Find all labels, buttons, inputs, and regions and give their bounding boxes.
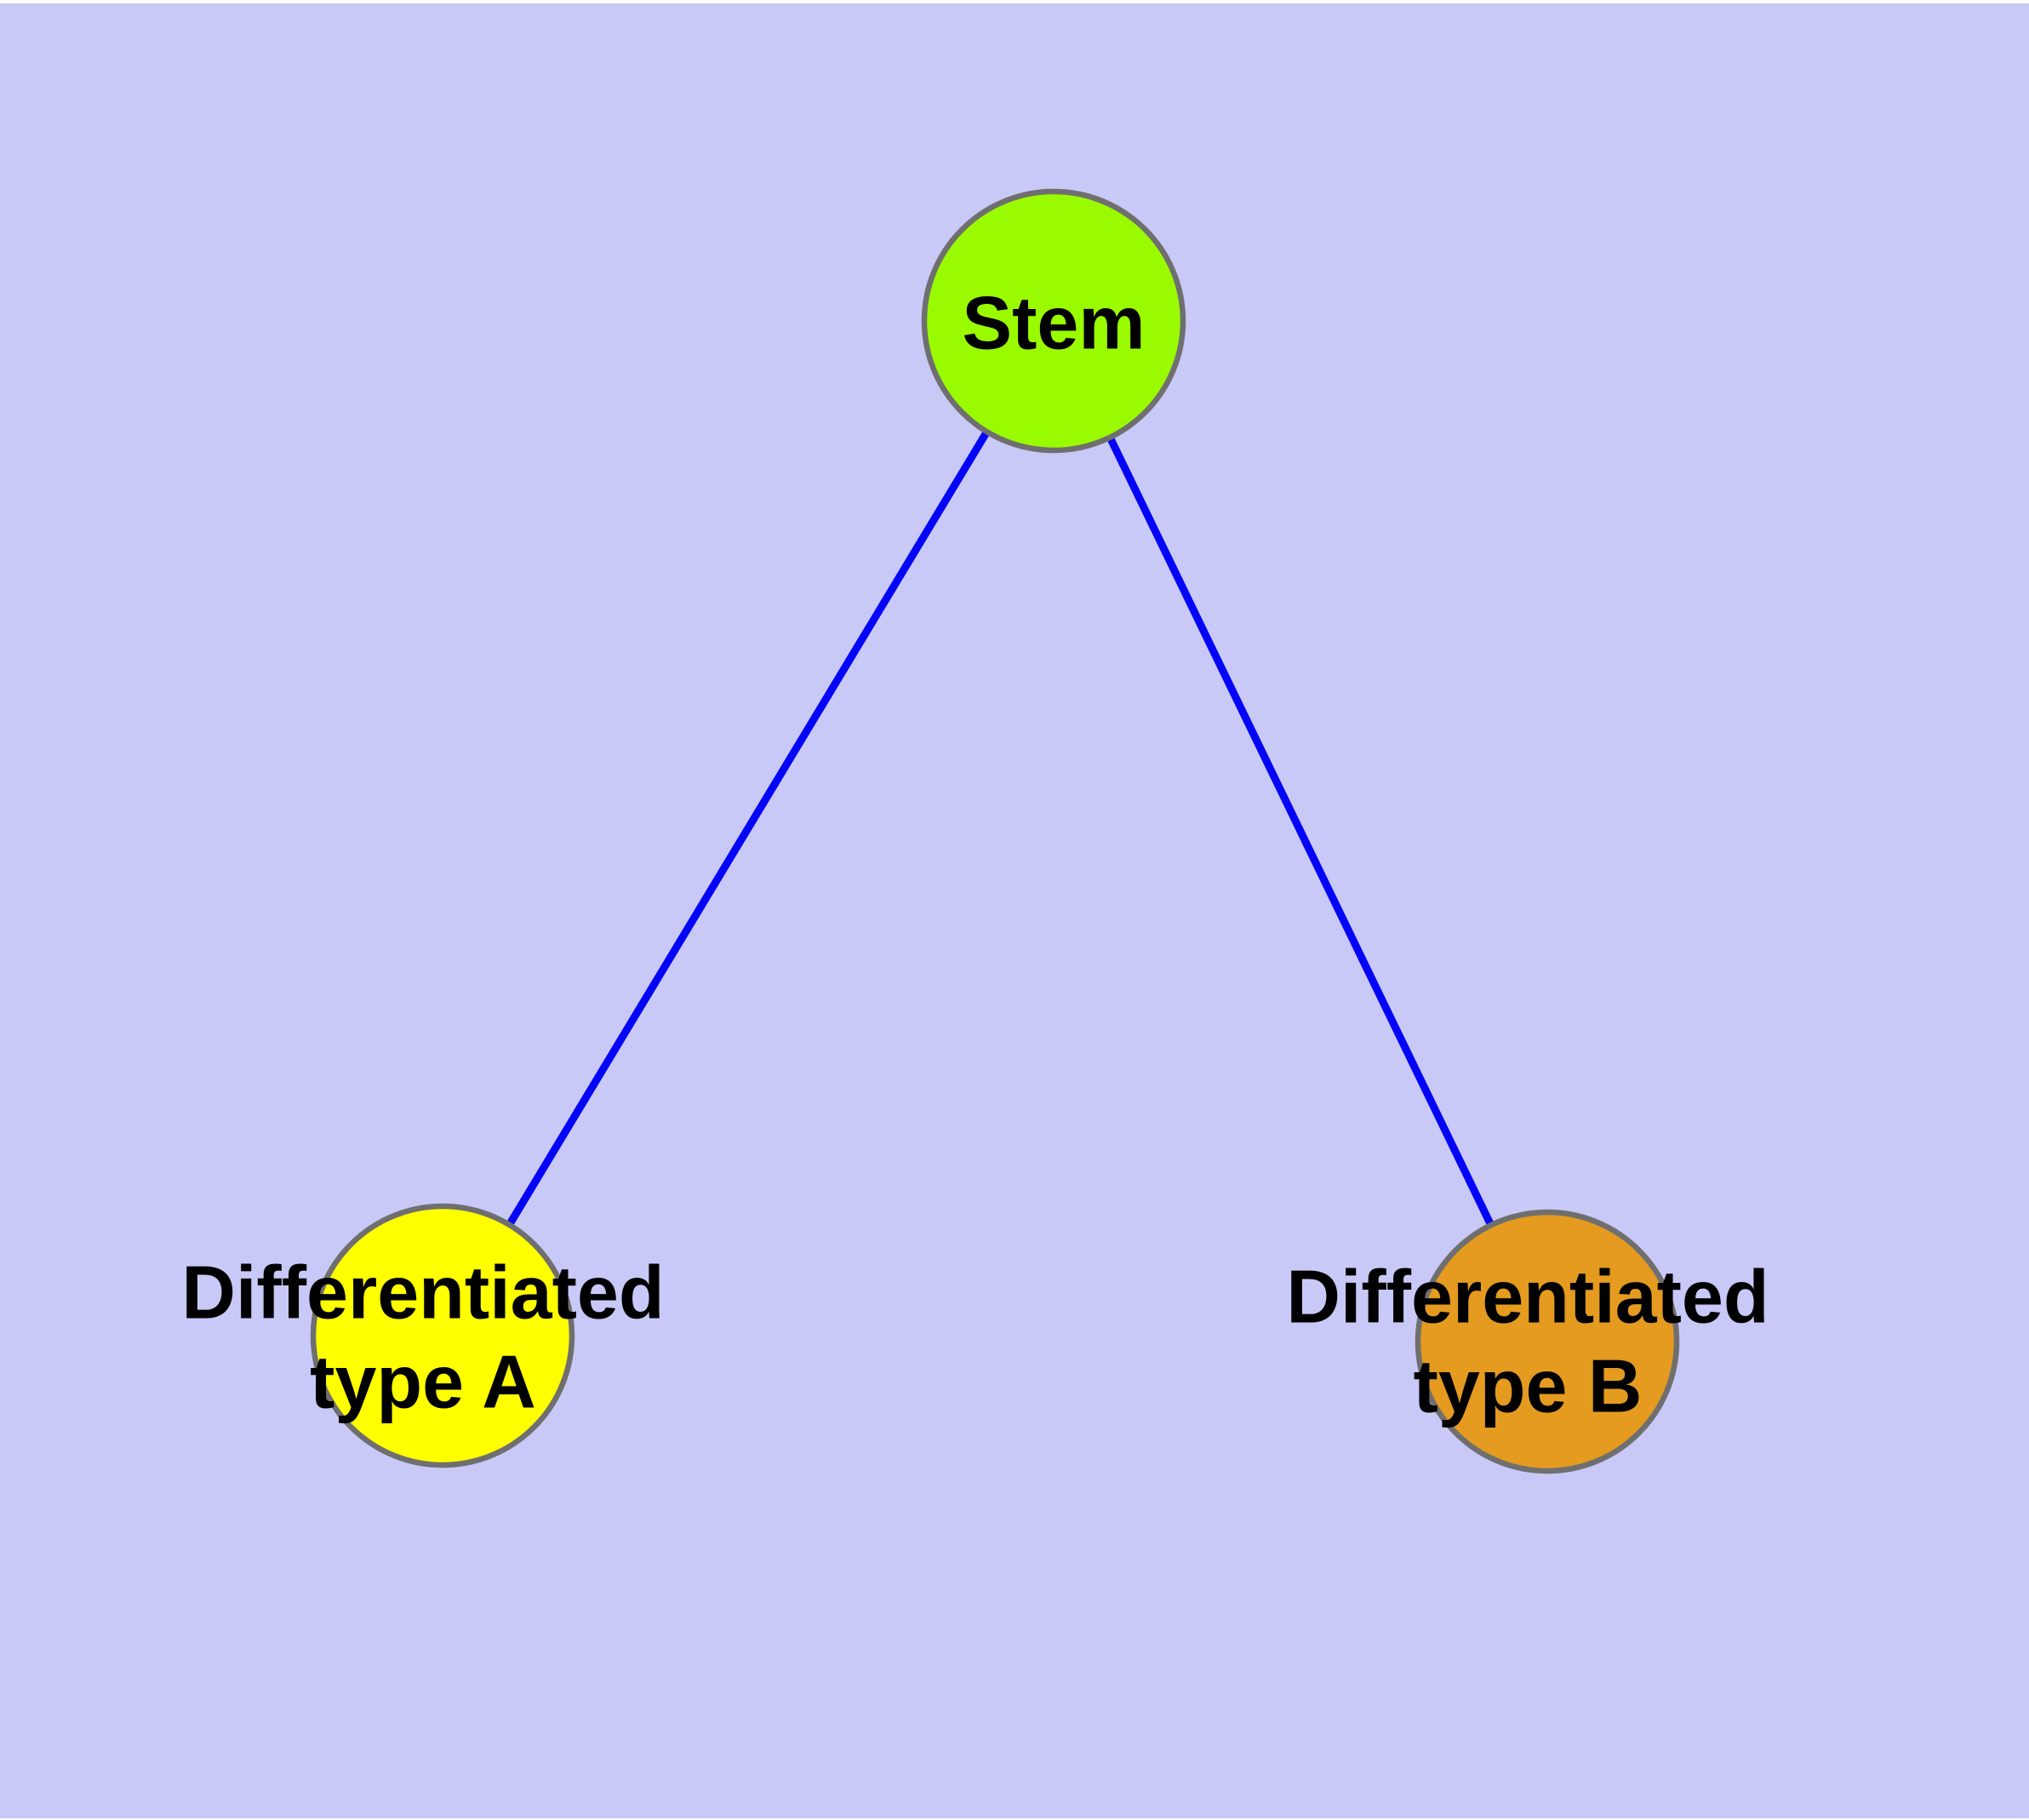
- edge-stem-to-differentiated-type-a: [439, 318, 1057, 1338]
- node-circle-stem: [921, 188, 1186, 454]
- graph-svg: [0, 3, 2029, 1818]
- node-circle-differentiated-type-b: [1415, 1209, 1680, 1474]
- node-circle-differentiated-type-a: [310, 1203, 575, 1468]
- edge-stem-to-differentiated-type-b: [1049, 319, 1552, 1343]
- nodes-layer: [310, 188, 1680, 1474]
- edges-layer: [439, 318, 1552, 1343]
